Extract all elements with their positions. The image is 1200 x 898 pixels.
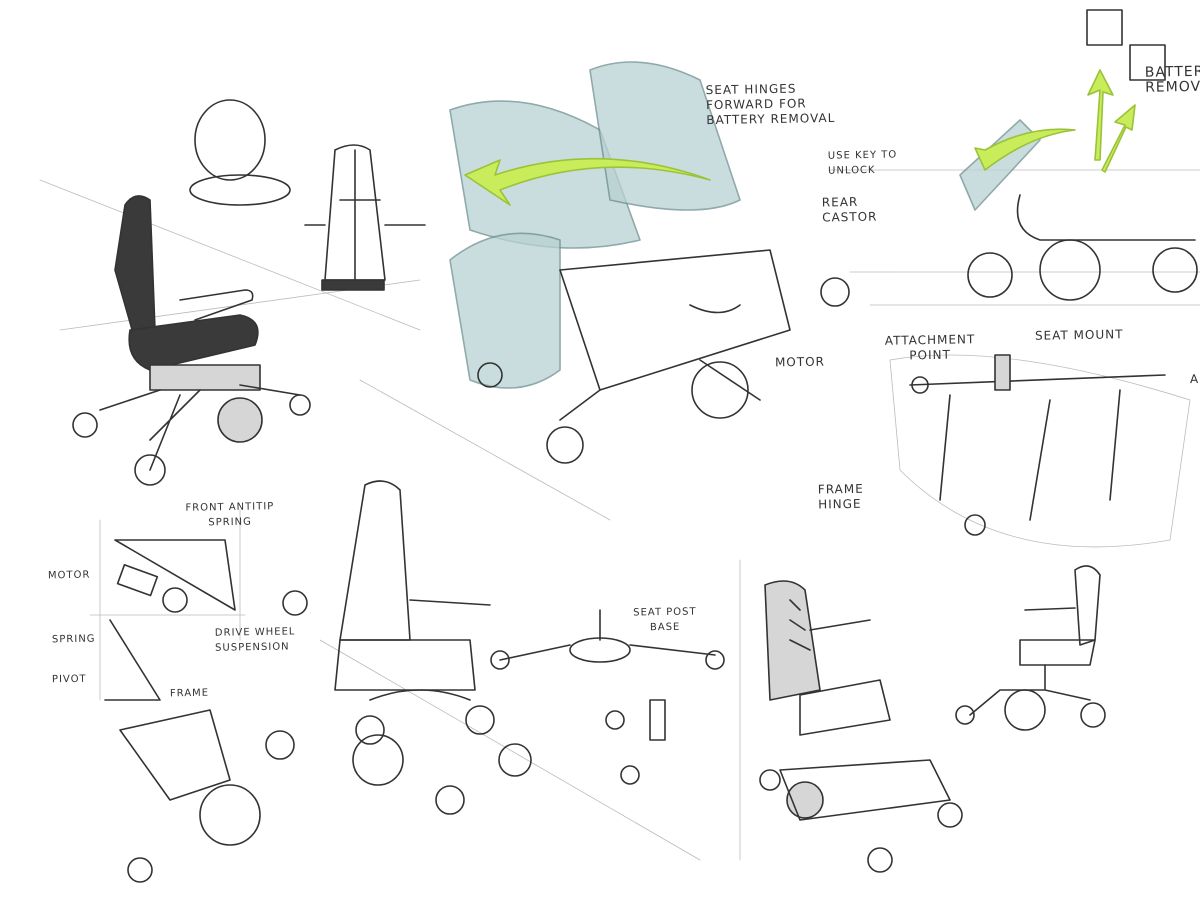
label-spring: Spring <box>51 633 96 646</box>
label-use-key: Use key to unlock <box>827 149 898 177</box>
label-motor-top: Motor <box>774 354 826 370</box>
label-seat-mount: Seat mount <box>1034 327 1124 343</box>
label-battery-removal: Battery removal <box>1144 63 1200 96</box>
frame-sketch <box>889 354 1191 548</box>
label-front-antitip: Front antitip spring <box>185 501 275 529</box>
chair-sketch-top-left <box>72 99 311 486</box>
battery-removal-sketch <box>959 9 1198 301</box>
chair-sketch-side-small <box>955 565 1106 731</box>
seat-hinge-sketch <box>449 61 850 464</box>
label-seat-post-base: Seat post base <box>633 606 697 634</box>
guide-lines <box>39 169 1200 861</box>
label-edge-letter: A <box>1189 371 1200 387</box>
seat-front-view <box>304 144 426 291</box>
label-motor-left: Motor <box>47 569 91 582</box>
seat-post-base-sketch <box>490 609 725 785</box>
label-frame: Frame <box>169 687 210 700</box>
chair-sketch-bottom-right <box>759 580 963 873</box>
chair-sketch-bottom-center <box>334 480 532 815</box>
label-seat-hinges: Seat hinges forward for battery removal <box>705 81 836 128</box>
label-pivot: Pivot <box>51 673 87 686</box>
label-drive-wheel: Drive wheel suspension <box>214 626 296 654</box>
suspension-sketch <box>104 539 308 883</box>
label-frame-hinge: Frame hinge <box>817 481 864 512</box>
label-attachment-point: Attachment point <box>884 332 976 363</box>
label-rear-castor: Rear castor <box>821 194 878 225</box>
